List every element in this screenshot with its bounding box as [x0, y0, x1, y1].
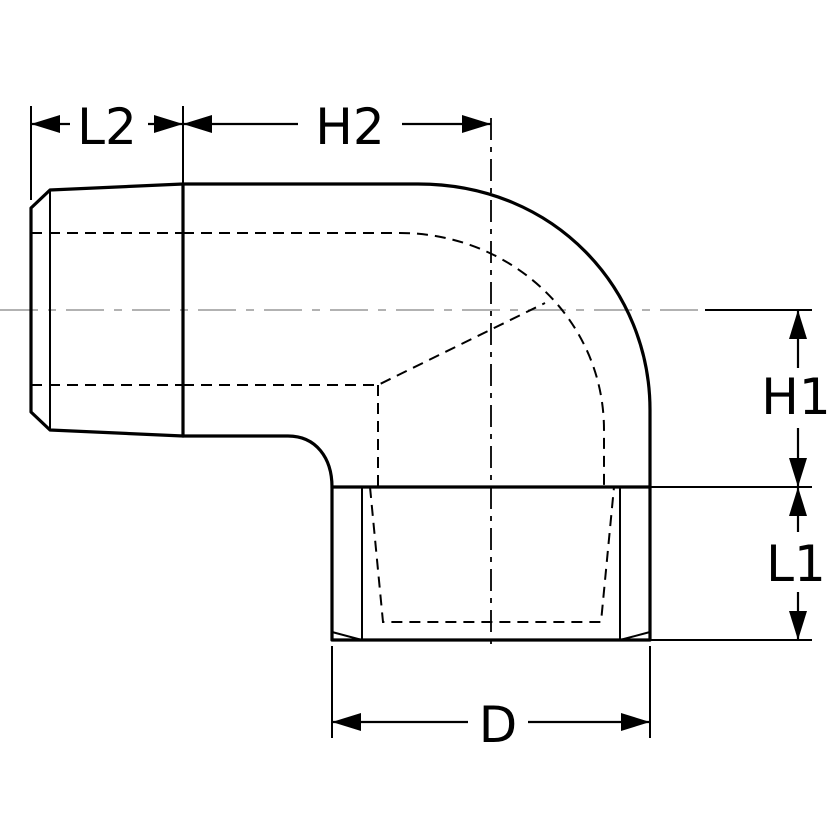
arrow-H2-right [462, 115, 491, 133]
arrow-L2-left [31, 115, 60, 133]
bore-inner-hidden [183, 302, 546, 386]
extension-lines [30, 106, 812, 738]
arrow-D-right [621, 713, 650, 731]
dimension-H2: H2 [183, 98, 491, 156]
arrow-H1-bottom [789, 458, 807, 487]
dimension-D: D [332, 696, 650, 754]
socket-chamfer-lines [331, 631, 651, 641]
arrow-D-left [332, 713, 361, 731]
label-L2: L2 [77, 98, 137, 156]
arrow-H2-left [183, 115, 212, 133]
arrow-H1-top [789, 310, 807, 339]
label-H2: H2 [315, 98, 384, 156]
arrow-L1-top [789, 487, 807, 516]
label-H1: H1 [761, 368, 830, 426]
male-thread-outline [29, 182, 185, 438]
dimension-L1: L1 [766, 487, 826, 640]
male-thread-end [29, 182, 185, 438]
arrow-L1-bottom [789, 611, 807, 640]
bore-outer-hidden [183, 232, 605, 487]
dimension-L2: L2 [31, 98, 183, 156]
arrow-L2-right [154, 115, 183, 133]
elbow-body-outline [181, 182, 652, 489]
label-L1: L1 [766, 535, 826, 593]
internal-bore-hidden [183, 232, 605, 487]
dimension-H1: H1 [761, 310, 831, 487]
socket-thread-hidden [369, 486, 615, 623]
label-D: D [479, 696, 518, 754]
